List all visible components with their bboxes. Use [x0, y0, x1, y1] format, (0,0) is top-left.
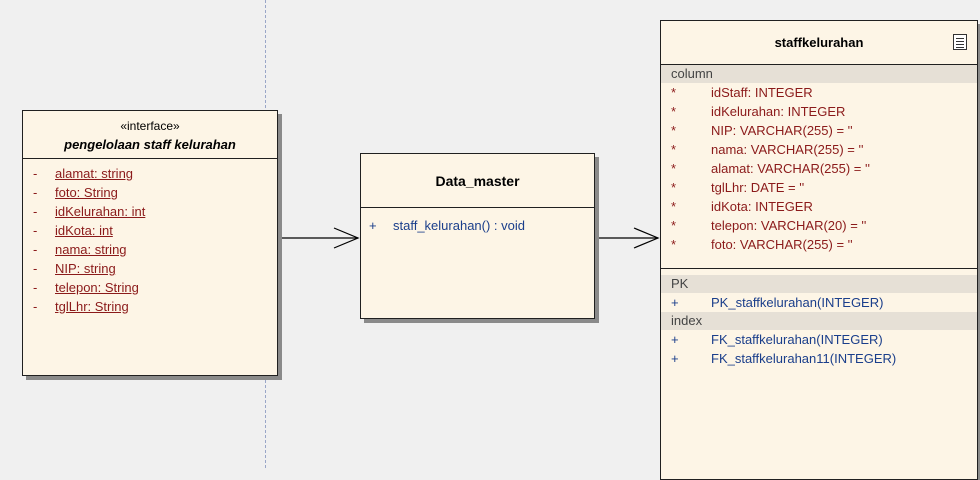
column-row[interactable]: *foto: VARCHAR(255) = '': [671, 237, 853, 252]
column-row[interactable]: *telepon: VARCHAR(20) = '': [671, 218, 867, 233]
attribute-text: nama: string: [55, 242, 127, 257]
column-row[interactable]: *NIP: VARCHAR(255) = '': [671, 123, 853, 138]
attribute-row[interactable]: -nama: string: [33, 242, 127, 257]
attribute-row[interactable]: -alamat: string: [33, 166, 134, 181]
interface-header: «interface» pengelolaan staff kelurahan: [23, 111, 277, 159]
column-row[interactable]: *nama: VARCHAR(255) = '': [671, 142, 864, 157]
attribute-row[interactable]: -tglLhr: String: [33, 299, 129, 314]
pk-section-label: PK: [661, 275, 977, 293]
index-row[interactable]: +FK_staffkelurahan(INTEGER): [671, 332, 883, 347]
attribute-text: idKelurahan: int: [55, 204, 146, 219]
attribute-text: telepon: String: [55, 280, 139, 295]
diagram-canvas: «interface» pengelolaan staff kelurahan …: [22, 0, 978, 480]
column-list: *idStaff: INTEGER *idKelurahan: INTEGER …: [661, 83, 977, 254]
column-row[interactable]: *idStaff: INTEGER: [671, 85, 813, 100]
column-text: idKota: INTEGER: [711, 199, 813, 214]
section-divider: [661, 268, 977, 269]
table-staffkelurahan-box[interactable]: staffkelurahan column *idStaff: INTEGER …: [660, 20, 978, 480]
table-icon: [953, 34, 967, 50]
column-section-label: column: [661, 65, 977, 83]
attribute-text: tglLhr: String: [55, 299, 129, 314]
arrow-data-master-to-table: [595, 227, 660, 249]
data-master-operations: +staff_kelurahan() : void: [361, 208, 594, 235]
column-row[interactable]: *tglLhr: DATE = '': [671, 180, 805, 195]
column-text: NIP: VARCHAR(255) = '': [711, 123, 853, 138]
pk-row[interactable]: +PK_staffkelurahan(INTEGER): [671, 295, 884, 310]
column-text: idKelurahan: INTEGER: [711, 104, 846, 119]
pk-text: PK_staffkelurahan(INTEGER): [711, 295, 884, 310]
column-text: alamat: VARCHAR(255) = '': [711, 161, 870, 176]
interface-attributes: -alamat: string -foto: String -idKelurah…: [23, 159, 277, 316]
interface-stereotype: «interface»: [120, 119, 180, 133]
operation-row[interactable]: +staff_kelurahan() : void: [369, 218, 525, 233]
attribute-text: alamat: string: [55, 166, 134, 181]
column-text: foto: VARCHAR(255) = '': [711, 237, 853, 252]
connectors: [278, 227, 660, 249]
arrow-interface-to-data-master: [278, 227, 360, 249]
attribute-text: idKota: int: [55, 223, 113, 238]
column-row[interactable]: *alamat: VARCHAR(255) = '': [671, 161, 870, 176]
column-text: idStaff: INTEGER: [711, 85, 813, 100]
index-text: FK_staffkelurahan(INTEGER): [711, 332, 883, 347]
attribute-row[interactable]: -NIP: string: [33, 261, 116, 276]
data-master-name: Data_master: [361, 154, 594, 208]
interface-class-box[interactable]: «interface» pengelolaan staff kelurahan …: [22, 110, 278, 376]
attribute-text: foto: String: [55, 185, 118, 200]
index-section-label: index: [661, 312, 977, 330]
attribute-row[interactable]: -foto: String: [33, 185, 118, 200]
attribute-text: NIP: string: [55, 261, 116, 276]
attribute-row[interactable]: -idKelurahan: int: [33, 204, 146, 219]
index-text: FK_staffkelurahan11(INTEGER): [711, 351, 897, 366]
table-name: staffkelurahan: [774, 35, 864, 50]
attribute-row[interactable]: -idKota: int: [33, 223, 113, 238]
column-text: telepon: VARCHAR(20) = '': [711, 218, 867, 233]
interface-name: pengelolaan staff kelurahan: [64, 137, 236, 152]
column-text: tglLhr: DATE = '': [711, 180, 805, 195]
data-master-class-box[interactable]: Data_master +staff_kelurahan() : void: [360, 153, 595, 319]
column-text: nama: VARCHAR(255) = '': [711, 142, 864, 157]
operation-text: staff_kelurahan() : void: [393, 218, 525, 233]
table-header: staffkelurahan: [661, 21, 977, 65]
column-row[interactable]: *idKota: INTEGER: [671, 199, 813, 214]
index-row[interactable]: +FK_staffkelurahan11(INTEGER): [671, 351, 897, 366]
column-row[interactable]: *idKelurahan: INTEGER: [671, 104, 846, 119]
attribute-row[interactable]: -telepon: String: [33, 280, 139, 295]
